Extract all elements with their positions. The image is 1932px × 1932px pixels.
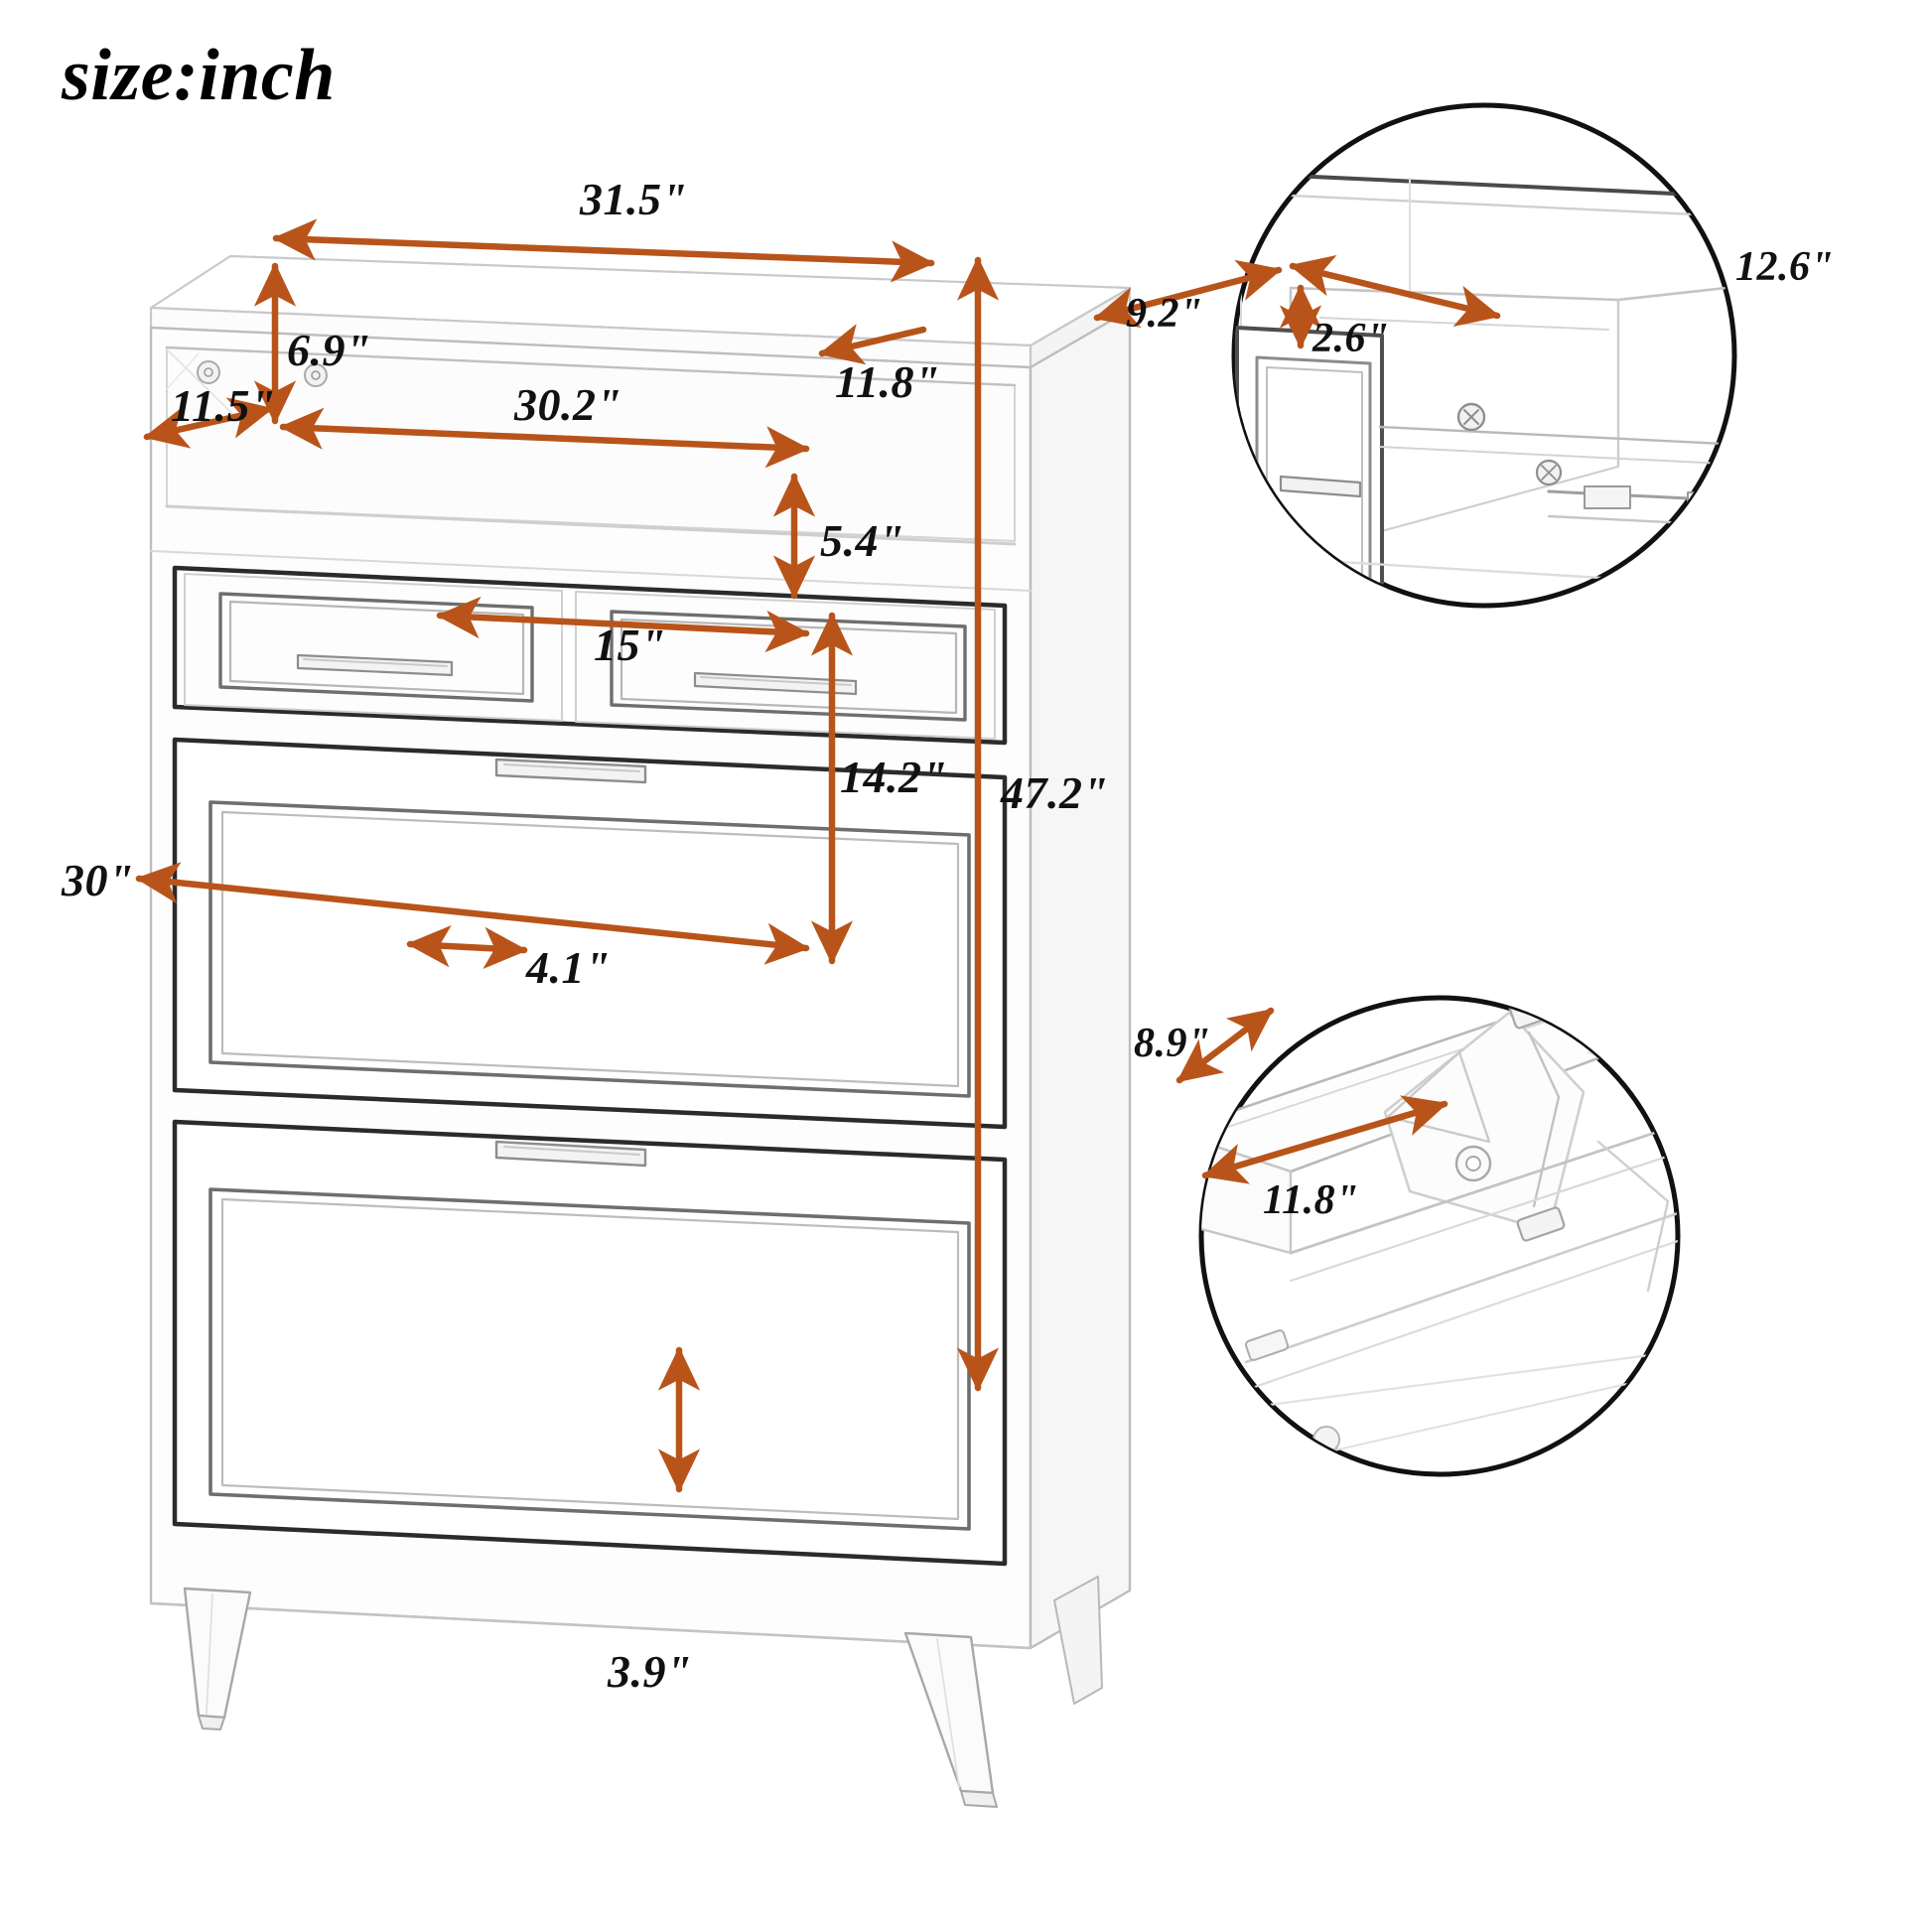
dim-label-flip-door-width: 15" [594,620,667,670]
dim-arrow-drawer-inner-width [1093,259,1283,329]
dim-label-slot-width: 11.8" [1263,1177,1359,1223]
dim-label-top-inner-width: 30.2" [514,379,622,430]
dim-label-shoe-slot-depth: 8.9" [1134,1021,1211,1066]
dim-label-overall-height: 47.2" [1001,767,1109,818]
cabinet-body [149,254,1132,1808]
dim-arrow-drawer-outer-depth [1289,255,1501,327]
dim-arrow-slot-width [1201,1095,1449,1184]
dim-label-drawer-height: 5.4" [820,515,905,566]
dim-label-handle-width: 4.1" [526,942,612,993]
dim-arrow-body-width [135,862,810,965]
dim-arrow-top-depth [143,397,274,449]
dim-arrow-overall-width [272,218,935,283]
dim-label-body-width: 30" [62,855,135,905]
dim-arrow-handle-width [406,925,528,969]
dim-label-drawer-inner-width: 9.2" [1126,291,1203,337]
dim-arrow-top-inner-width [279,407,810,469]
dim-label-top-compartment-height: 6.9" [287,325,372,375]
dim-label-side-depth: 11.8" [835,356,940,407]
dim-label-overall-width: 31.5" [580,174,688,224]
page-title: size:inch [62,35,336,116]
dim-arrow-flip-door-width [436,596,810,653]
dim-label-drawer-outer-depth: 12.6" [1735,244,1835,290]
dim-label-leg-height: 3.9" [608,1646,693,1697]
detail-circle-top [1231,102,1737,609]
detail-circle-bottom [1198,995,1681,1477]
dim-arrow-side-depth [818,324,927,365]
dim-arrow-shoe-slot-depth [1175,1007,1275,1084]
dim-label-flip-door-height: 14.2" [840,752,948,802]
dim-label-drawer-inner-height: 2.6" [1312,316,1390,361]
dim-label-top-depth: 11.5" [171,380,276,431]
